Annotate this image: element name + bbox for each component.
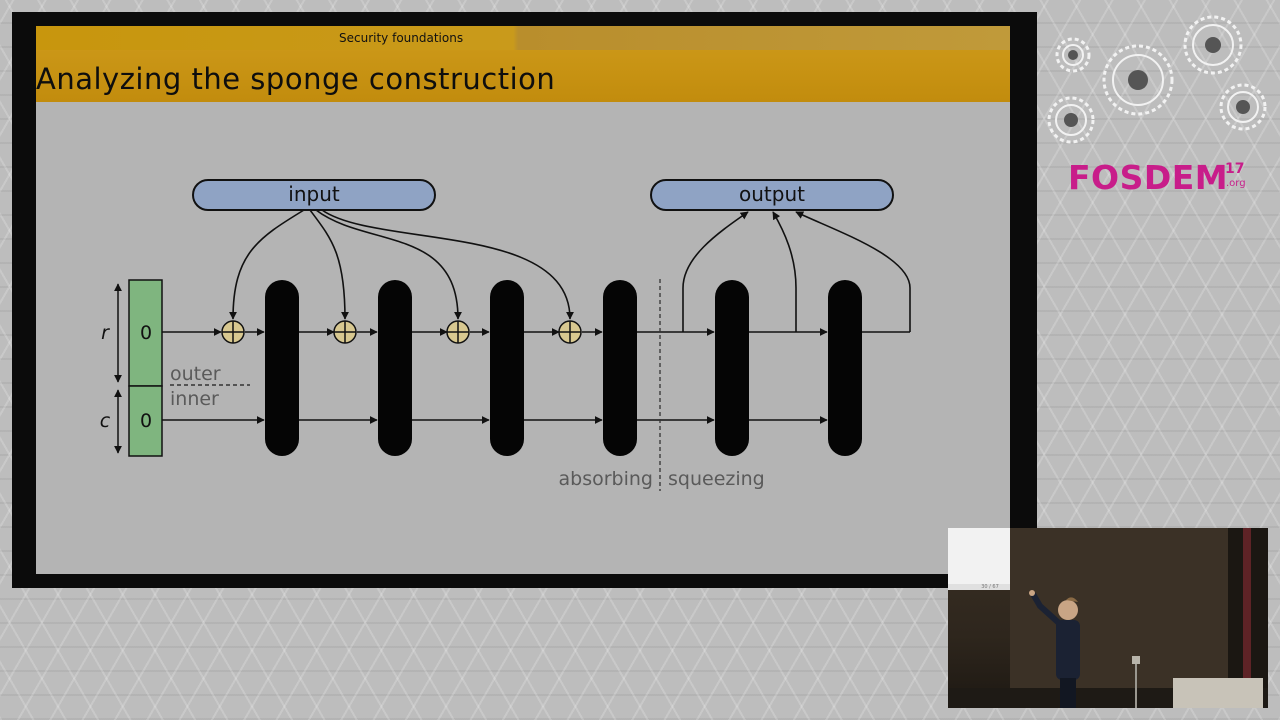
state-register: 0 0 [128,279,163,457]
output-box: output [650,179,894,211]
fosdem-wordmark: FOSDEM [1068,158,1229,197]
r-label: r [101,322,110,344]
gear-icon [1047,96,1095,144]
input-arrow [321,209,574,320]
xor-node [446,320,470,344]
gear-icon [1219,83,1267,131]
r-initial-value: 0 [140,322,152,344]
output-label: output [739,182,805,206]
c-initial-value: 0 [140,410,152,432]
slide: Security foundations Analyzing the spong… [36,26,1010,574]
fosdem-org: .org [1226,178,1246,189]
slide-title: Analyzing the sponge construction [36,62,556,96]
fosdem-gears-logo [1047,15,1267,144]
presentation-screen: Security foundations Analyzing the spong… [12,12,1037,588]
input-arrow [315,209,462,320]
permutation-block [490,280,524,456]
permutation-block [828,280,862,456]
permutation-block [378,280,412,456]
permutation-block [265,280,299,456]
projected-page-number: 30 / 67 [981,584,999,590]
input-label: input [288,182,340,206]
outer-state-cell [128,279,163,387]
gear-icon [1183,15,1243,75]
sponge-diagram: input output 0 0 r c outer inner [100,179,911,491]
c-label: c [100,410,111,432]
xor-node [333,320,357,344]
fosdem-year: 17 [1225,161,1245,177]
output-arrow [795,211,911,332]
projected-slide-thumbnail [948,528,1010,590]
permutation-block [715,280,749,456]
speaker [1029,590,1080,708]
section-bar: Security foundations [36,26,1010,50]
speaker-scene: 30 / 67 [948,528,1268,708]
outer-label: outer [170,363,221,385]
input-arrow [309,209,349,320]
gear-icon [1102,44,1174,116]
input-arrow [229,209,305,320]
section-label: Security foundations [339,31,464,45]
xor-node [221,320,245,344]
slide-header: Security foundations Analyzing the spong… [36,26,1010,102]
absorbing-label: absorbing [559,468,653,490]
permutation-block [603,280,637,456]
inner-state-cell [128,385,163,457]
output-arrow [772,211,797,332]
gear-icon [1055,37,1091,73]
squeezing-label: squeezing [668,468,765,490]
input-box: input [192,179,436,211]
speaker-camera-feed: 30 / 67 [948,528,1268,708]
output-arrow [682,211,749,332]
xor-node [558,320,582,344]
inner-label: inner [170,388,219,410]
